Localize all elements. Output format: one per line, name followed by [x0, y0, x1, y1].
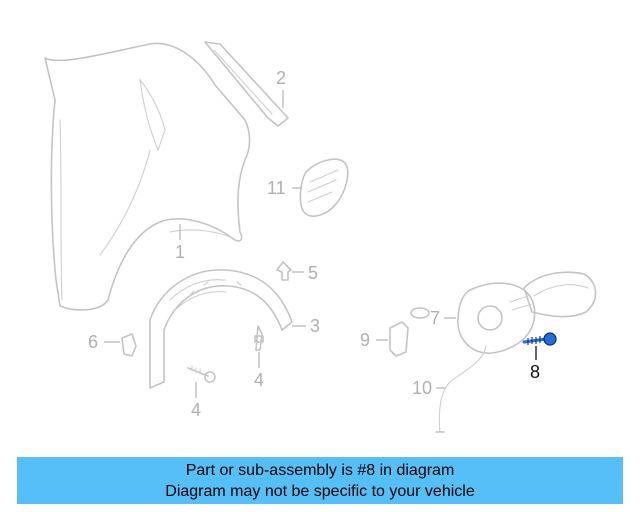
- banner-line-disclaimer: Diagram may not be specific to your vehi…: [165, 483, 475, 500]
- tether-part: [435, 345, 487, 433]
- fuel-door-part: [457, 271, 597, 354]
- callout-6: 6: [88, 332, 98, 352]
- banner-line-part-reference: Part or sub-assembly is #8 in diagram: [185, 462, 455, 479]
- plug-part: [121, 333, 137, 357]
- callout-2: 2: [276, 68, 286, 88]
- callout-8: 8: [530, 362, 540, 382]
- callout-10: 10: [412, 378, 432, 398]
- vent-grille-part: [299, 158, 349, 217]
- callout-7: 7: [430, 308, 440, 328]
- callout-11: 11: [267, 178, 286, 198]
- wheel-liner-part: [149, 269, 293, 389]
- callout-4-bottom: 4: [191, 400, 201, 420]
- callout-4-right: 4: [254, 370, 264, 390]
- parts-diagram: 1 2 3 4 4 5 6 7 8 9 10 11: [44, 41, 597, 433]
- pillar-trim-part: [204, 41, 289, 127]
- info-banner: Part or sub-assembly is #8 in diagram Di…: [17, 457, 623, 504]
- screw-part-highlighted[interactable]: [522, 332, 557, 346]
- clip-part: [276, 261, 292, 281]
- callout-5: 5: [308, 263, 318, 283]
- bracket-part: [389, 307, 430, 357]
- callout-9: 9: [360, 330, 370, 350]
- screw-part-bottom: [187, 365, 216, 383]
- callout-1: 1: [175, 242, 185, 262]
- quarter-panel-part: [44, 42, 251, 311]
- callout-3: 3: [310, 316, 320, 336]
- screw-part-right: [254, 325, 264, 351]
